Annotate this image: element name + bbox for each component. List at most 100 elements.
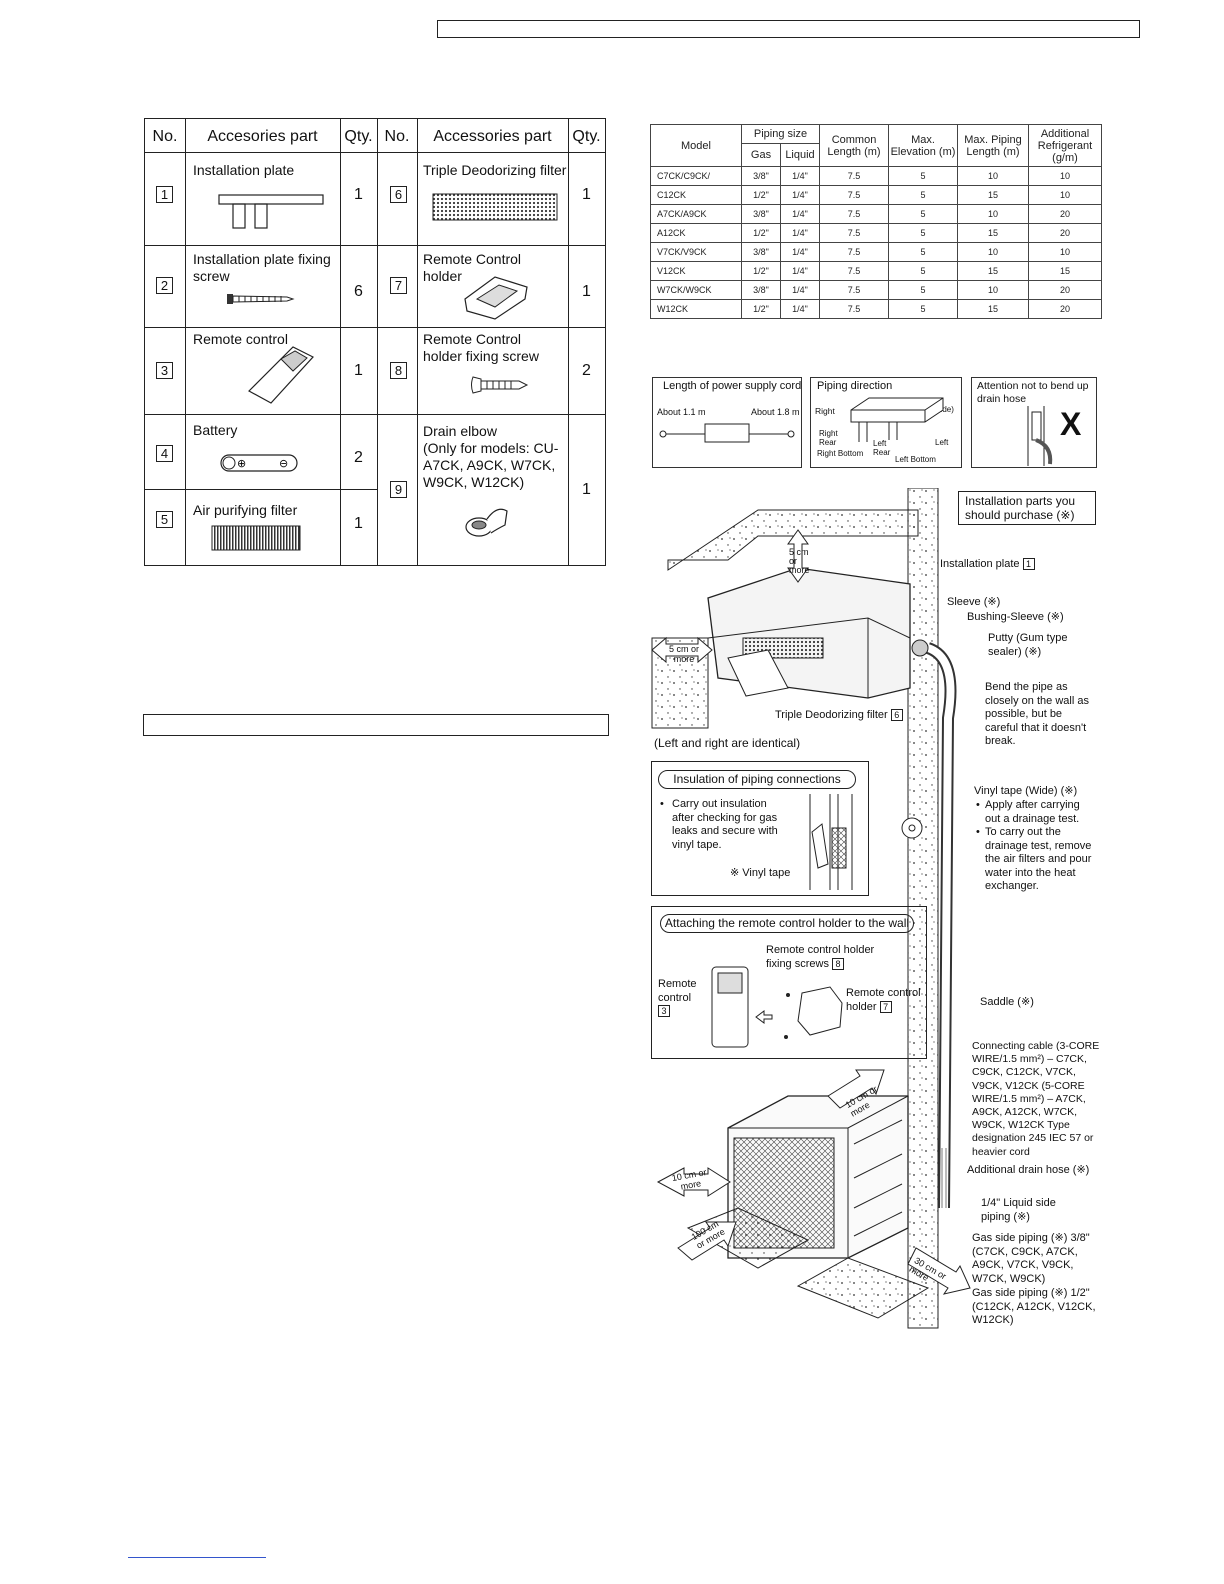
col-max-elevation: Max. Elevation (m) bbox=[888, 124, 958, 167]
page-header-box bbox=[437, 20, 1140, 38]
label-bushing: Bushing-Sleeve (※) bbox=[967, 611, 1064, 623]
label-identical: (Left and right are identical) bbox=[654, 736, 801, 750]
item-note: (Only for models: CU-A7CK, A9CK, W7CK, W… bbox=[423, 440, 559, 490]
installation-diagram bbox=[651, 488, 971, 1329]
item-name: Remote Control holder bbox=[423, 251, 522, 284]
purchase-box: Installation parts you should purchase (… bbox=[958, 491, 1096, 525]
item-number: 2 bbox=[156, 277, 173, 294]
piping-table: Model Piping size Common Length (m) Max.… bbox=[650, 124, 1102, 319]
col-liquid: Liquid bbox=[780, 143, 820, 167]
item-name: Triple Deodorizing filter bbox=[423, 162, 567, 178]
label-liquid-piping: 1/4" Liquid side piping (※) bbox=[981, 1197, 1056, 1223]
item-number: 5 bbox=[156, 511, 173, 528]
header-qty-2: Qty. bbox=[572, 128, 601, 145]
label-holder: Remote control holder 7 bbox=[846, 987, 921, 1013]
col-gas: Gas bbox=[741, 143, 781, 167]
drain-hose-icon bbox=[1027, 406, 1053, 466]
accessories-table: No. Accesories part Qty. No. Accessories… bbox=[144, 118, 606, 566]
label-vinyl-wide: Vinyl tape (Wide) (※) bbox=[974, 785, 1078, 797]
item-qty: 6 bbox=[354, 283, 363, 300]
screw-icon bbox=[227, 294, 295, 304]
item-name: Remote Control holder fixing screw bbox=[423, 331, 539, 364]
label-saddle: Saddle (※) bbox=[980, 996, 1034, 1008]
svg-text:⊖: ⊖ bbox=[279, 457, 288, 470]
svg-text:⊕: ⊕ bbox=[237, 457, 246, 470]
vinyl-tape-small: ※ Vinyl tape bbox=[730, 867, 791, 879]
item-name: Battery bbox=[193, 422, 238, 438]
power-cord-icon bbox=[659, 423, 795, 443]
label-cable: Connecting cable (3-CORE WIRE/1.5 mm²) –… bbox=[972, 1040, 1100, 1158]
label-vinyl-b2: To carry out the drainage test, remove t… bbox=[985, 826, 1092, 892]
item-number: 6 bbox=[390, 186, 407, 203]
col-model: Model bbox=[650, 124, 742, 167]
holder-icon bbox=[464, 276, 528, 320]
item-name: Remote control bbox=[193, 331, 288, 347]
label-remote-control: Remote control 3 bbox=[658, 978, 697, 1018]
header-no: No. bbox=[152, 128, 178, 145]
pipe-insulation-icon bbox=[809, 794, 853, 890]
label-holder-screws: Remote control holder fixing screws 8 bbox=[766, 944, 875, 970]
label-top-clearance: 5 cm or more bbox=[789, 547, 810, 575]
power-cord-box: Length of power supply cord About 1.1 m … bbox=[652, 377, 802, 468]
attention-x-mark: X bbox=[1060, 406, 1082, 442]
insulation-box: Insulation of piping connections • Carry… bbox=[651, 761, 869, 896]
item-name: Installation plate bbox=[193, 162, 295, 178]
item-qty: 1 bbox=[582, 283, 591, 300]
remote-holder-box: Attaching the remote control holder to t… bbox=[651, 906, 927, 1059]
col-additional: Additional Refrigerant (g/m) bbox=[1028, 124, 1102, 167]
item-name: Drain elbow bbox=[423, 423, 497, 439]
label-bend: Bend the pipe as closely on the wall as … bbox=[985, 681, 1089, 747]
item-number: 8 bbox=[390, 362, 407, 379]
label-drain-hose: Additional drain hose (※) bbox=[967, 1164, 1090, 1176]
indoor-unit-icon bbox=[850, 397, 944, 442]
deodorizing-filter-icon bbox=[432, 193, 558, 221]
item-qty: 1 bbox=[354, 186, 363, 203]
label-installation-plate: Installation plate 1 bbox=[940, 558, 1035, 572]
footer-link-line[interactable] bbox=[128, 1557, 266, 1558]
battery-icon: ⊕ ⊖ bbox=[220, 454, 298, 472]
item-number: 7 bbox=[390, 277, 407, 294]
remote-holder-title: Attaching the remote control holder to t… bbox=[660, 914, 914, 933]
col-max-piping: Max. Piping Length (m) bbox=[957, 124, 1029, 167]
label-triple-filter: Triple Deodorizing filter 6 bbox=[775, 709, 903, 723]
item-qty: 2 bbox=[354, 449, 363, 466]
item-qty: 2 bbox=[582, 362, 591, 379]
col-piping-size: Piping size bbox=[741, 124, 820, 144]
label-sleeve: Sleeve (※) bbox=[947, 596, 1001, 608]
insulation-title: Insulation of piping connections bbox=[658, 770, 856, 789]
label-putty: Putty (Gum type sealer) (※) bbox=[988, 632, 1068, 658]
fixing-screw-icon bbox=[471, 376, 529, 394]
label-gas-12: Gas side piping (※) 1/2" (C12CK, A12CK, … bbox=[972, 1287, 1096, 1326]
header-qty: Qty. bbox=[344, 128, 373, 145]
item-number: 3 bbox=[156, 362, 173, 379]
piping-direction-box: Piping direction Right (Front side) Righ… bbox=[810, 377, 962, 468]
header-part: Accesories part bbox=[207, 128, 318, 145]
remote-control-icon bbox=[248, 346, 314, 404]
item-qty: 1 bbox=[582, 186, 591, 203]
remote-holder-icon bbox=[711, 966, 843, 1048]
section-title-box bbox=[143, 714, 609, 736]
item-number: 4 bbox=[156, 445, 173, 462]
item-number: 1 bbox=[156, 186, 173, 203]
label-vinyl-b1: Apply after carrying out a drainage test… bbox=[985, 799, 1080, 825]
col-common-length: Common Length (m) bbox=[819, 124, 889, 167]
item-qty: 1 bbox=[354, 362, 363, 379]
item-name: Installation plate fixing screw bbox=[193, 251, 331, 284]
header-part-2: Accessories part bbox=[433, 128, 552, 145]
label-left-clearance: 5 cm or more bbox=[668, 644, 699, 664]
insulation-text: Carry out insulation after checking for … bbox=[672, 798, 778, 851]
attention-box: Attention not to bend up drain hose X bbox=[971, 377, 1097, 468]
item-number: 9 bbox=[390, 481, 407, 498]
drain-elbow-icon bbox=[465, 508, 508, 537]
header-no-2: No. bbox=[384, 128, 410, 145]
air-purifying-filter-icon bbox=[211, 525, 301, 551]
installation-plate-icon bbox=[218, 194, 324, 229]
